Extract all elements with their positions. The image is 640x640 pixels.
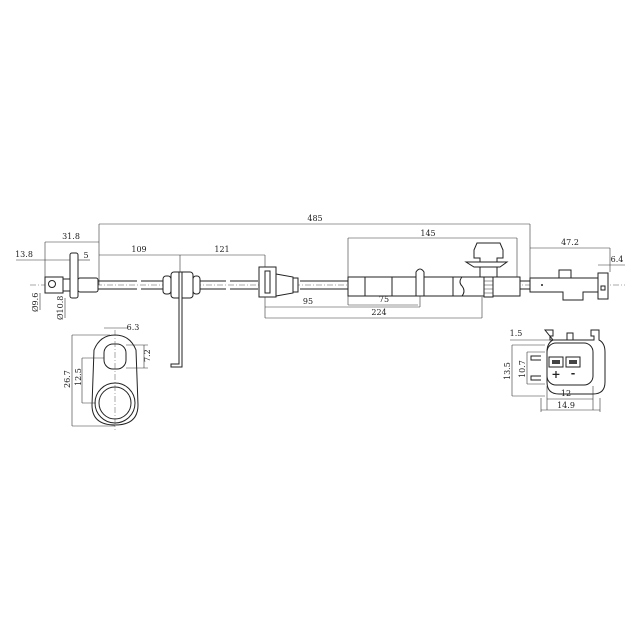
connector-side xyxy=(529,269,609,301)
grommet-2 xyxy=(258,266,299,298)
grommet-bracket xyxy=(162,271,201,368)
dim-109: 109 xyxy=(131,245,146,254)
dim-7-2: 7.2 xyxy=(143,349,152,362)
dim-145: 145 xyxy=(420,229,435,238)
dim-121: 121 xyxy=(214,245,229,254)
push-clip xyxy=(464,242,509,298)
dim-1-5: 1.5 xyxy=(510,329,523,338)
dim-6-4: 6.4 xyxy=(611,255,624,264)
dim-10-7: 10.7 xyxy=(518,360,527,378)
dim-31-8: 31.8 xyxy=(62,232,80,241)
dim-5: 5 xyxy=(83,251,88,260)
dim-d9-6: Ø9.6 xyxy=(31,293,40,312)
dim-95: 95 xyxy=(303,297,313,306)
pin-negative-label: - xyxy=(571,367,576,380)
dim-14-9: 14.9 xyxy=(557,401,575,410)
dim-13-5: 13.5 xyxy=(503,362,512,380)
cable xyxy=(98,280,530,290)
sensor-flange-end-view xyxy=(71,327,148,430)
dim-d10-8: Ø10.8 xyxy=(56,296,65,320)
dim-6-3: 6.3 xyxy=(127,323,140,332)
dim-47-2: 47.2 xyxy=(561,238,579,247)
dim-75: 75 xyxy=(379,295,389,304)
dim-12: 12 xyxy=(561,389,571,398)
dim-26-7: 26.7 xyxy=(63,370,72,388)
dimension-lines xyxy=(16,223,625,319)
sensor-head xyxy=(44,252,99,299)
dim-13-8: 13.8 xyxy=(15,250,33,259)
dim-224: 224 xyxy=(371,308,386,317)
protective-sleeve xyxy=(347,268,521,297)
pin-positive-label: + xyxy=(551,368,560,381)
dimension-labels: 485 31.8 13.8 5 109 121 145 47.2 6.4 Ø9.… xyxy=(15,214,623,410)
dim-12-5: 12.5 xyxy=(74,368,83,386)
connector-front-view xyxy=(510,329,606,412)
dim-485: 485 xyxy=(307,214,322,223)
